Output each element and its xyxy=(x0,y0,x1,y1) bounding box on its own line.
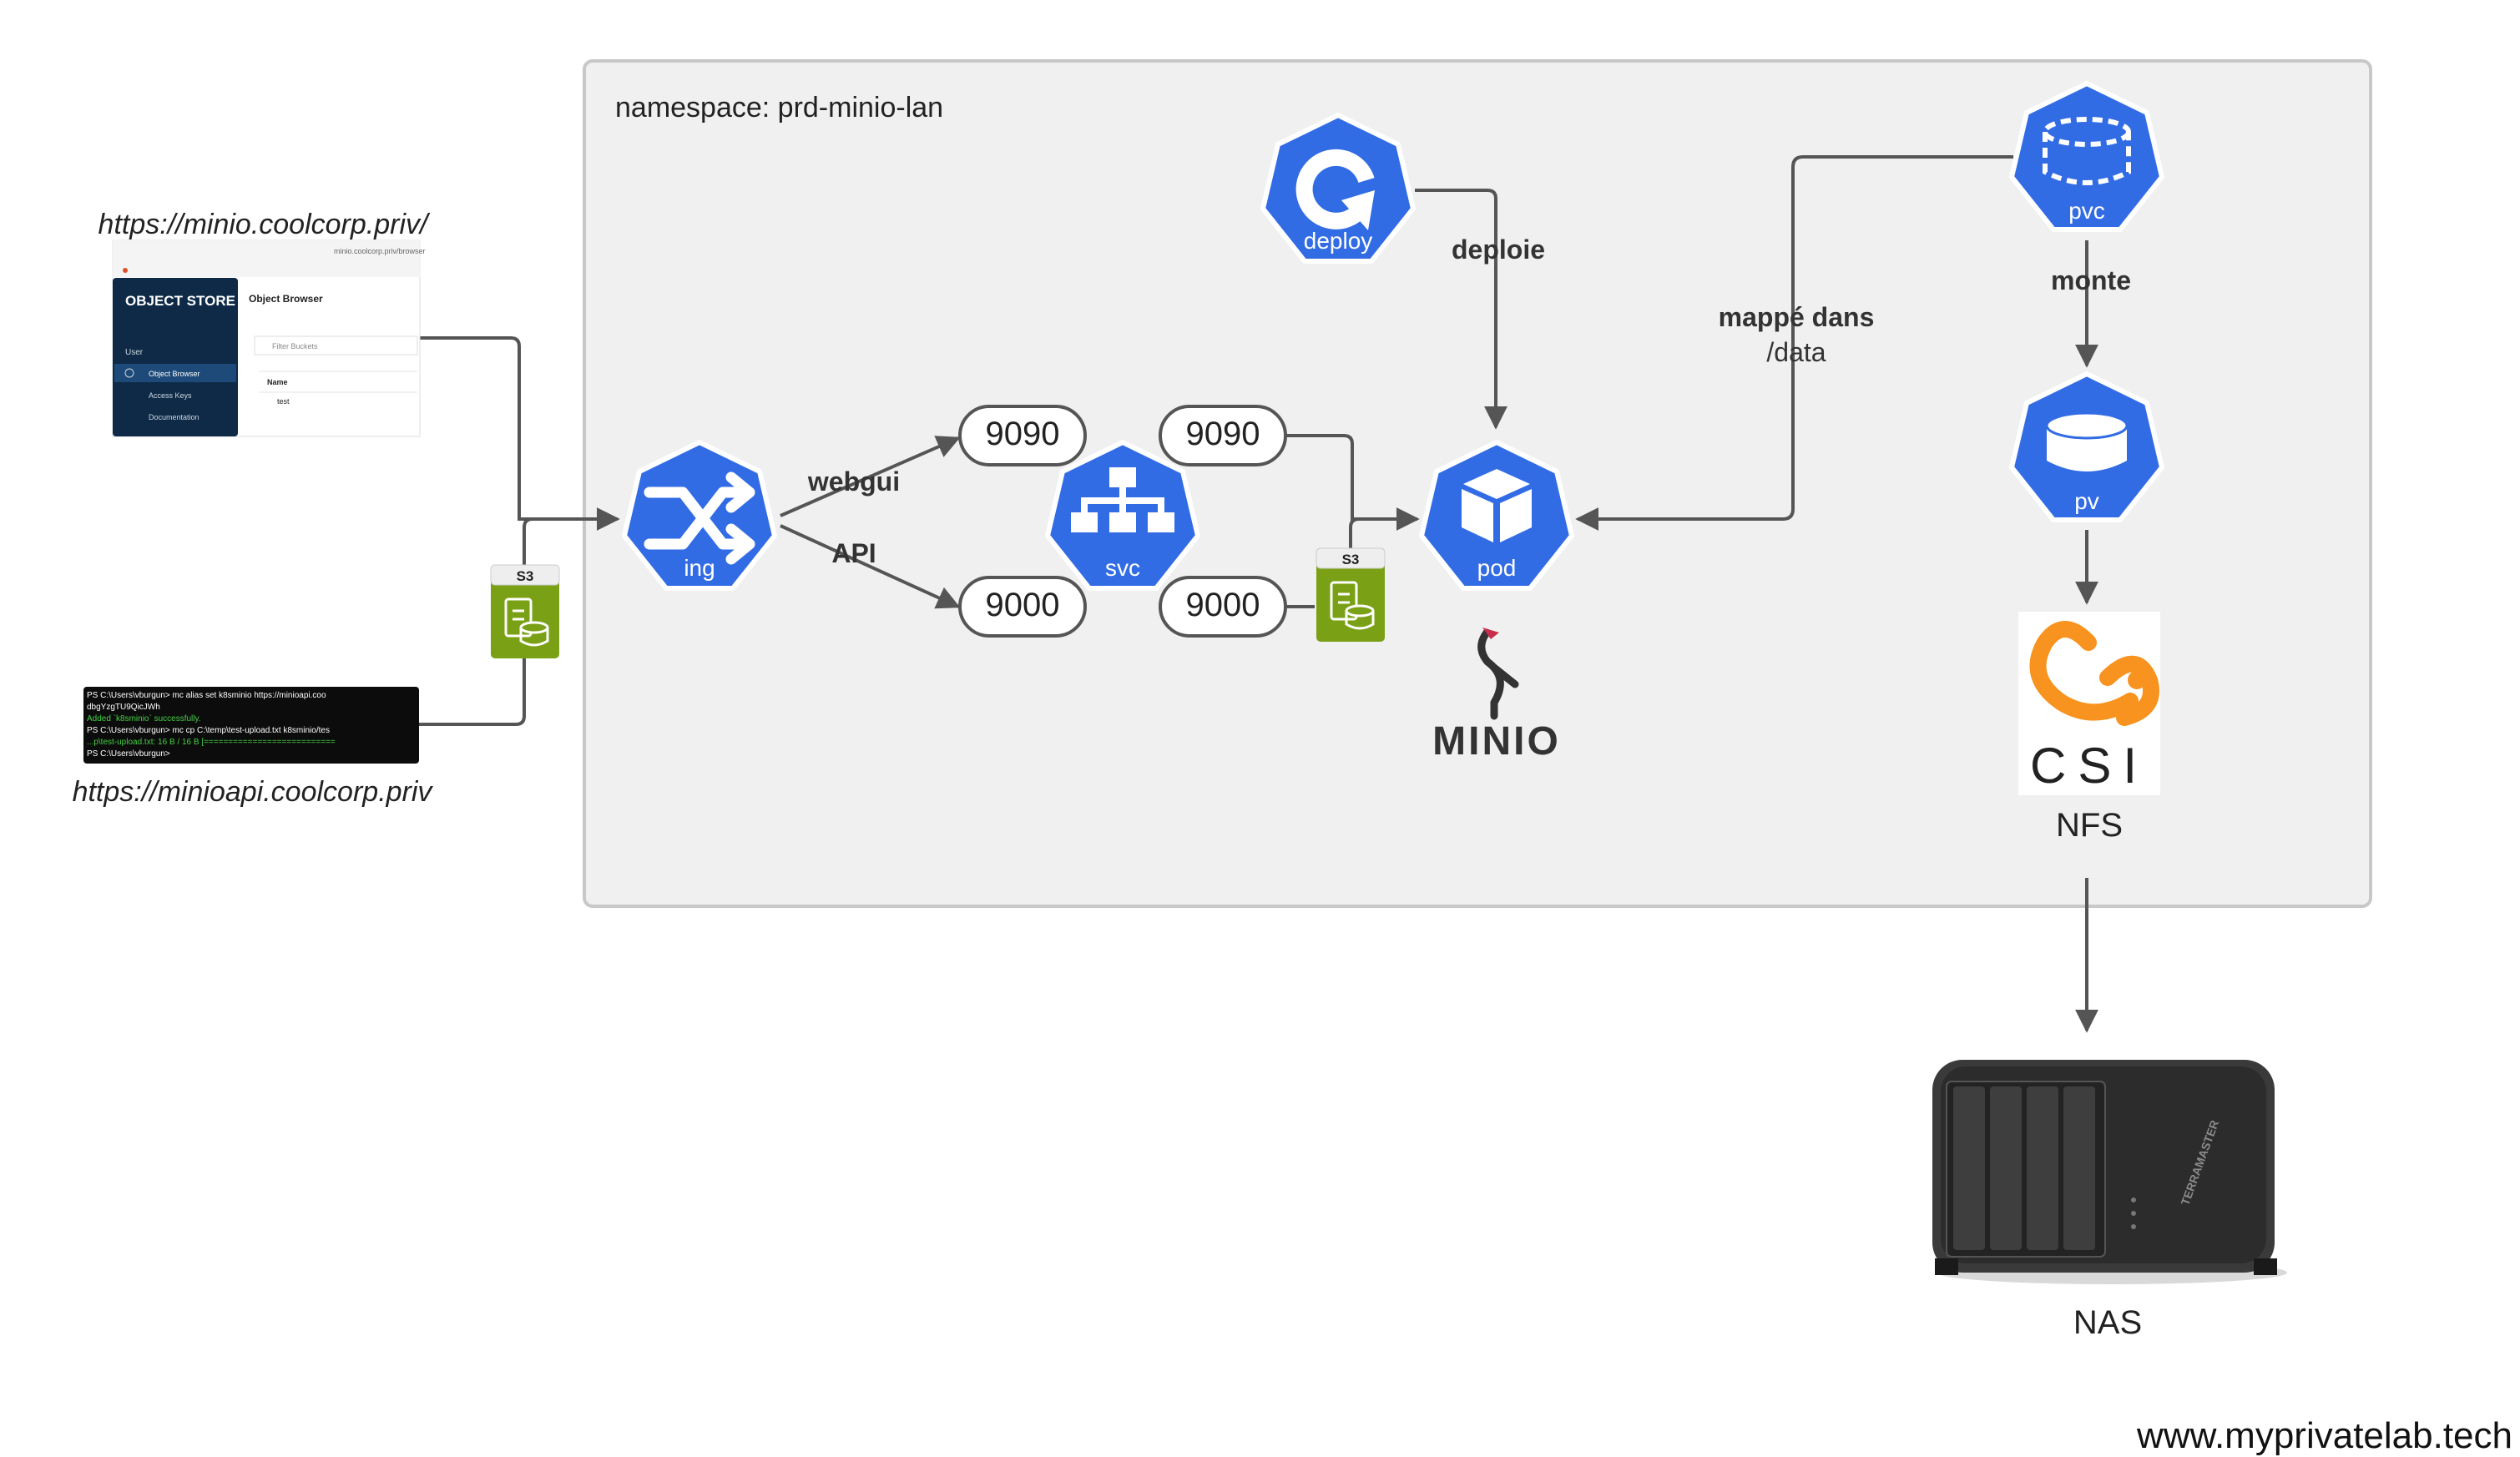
s3-badge-pod: S3 xyxy=(1316,547,1386,642)
csi-dot xyxy=(2128,671,2146,689)
edge-pvc-to-pod xyxy=(1575,155,2013,531)
browser-menu-icon xyxy=(124,368,134,378)
s3-bucket-icon xyxy=(504,597,549,647)
minio-bird-icon xyxy=(1477,628,1519,720)
browser-column-name: Name xyxy=(267,378,288,386)
port-out-9090-label: 9090 xyxy=(1186,416,1260,452)
dashed-disk-icon xyxy=(2043,117,2131,185)
pod-node: pod xyxy=(1422,442,1572,588)
watermark: www.myprivatelab.tech xyxy=(2136,1415,2512,1456)
browser-menu-1: Access Keys xyxy=(149,391,192,400)
port-out-9090: 9090 xyxy=(1159,405,1287,466)
network-tree-icon xyxy=(1071,467,1174,532)
port-in-9000-label: 9000 xyxy=(986,587,1060,623)
pv-label: pv xyxy=(2074,488,2099,514)
browser-brand: OBJECT STORE xyxy=(125,293,235,309)
edge-deploy-to-pod xyxy=(1415,189,1507,430)
edge-terminal-to-ing xyxy=(417,517,533,726)
pvc-node: pvc xyxy=(2012,83,2162,229)
nas-label: NAS xyxy=(2073,1304,2142,1341)
ing-node: ing xyxy=(624,442,775,588)
cube-sides xyxy=(1462,489,1532,542)
edge-s3-to-pod xyxy=(1349,517,1360,549)
minio-logo: MINIO xyxy=(1432,628,1561,764)
browser-menu-2: Documentation xyxy=(149,413,199,421)
browser-screenshot: minio.coolcorp.priv/browser OBJECT STORE… xyxy=(112,239,426,437)
webgui-url: https://minio.coolcorp.priv/ xyxy=(98,209,431,240)
terminal-line-1: dbgYzgTU9QicJWh xyxy=(87,703,160,712)
edge-label-api: API xyxy=(831,538,876,568)
svc-label: svc xyxy=(1105,555,1140,581)
edge-label-deploie: deploie xyxy=(1452,234,1545,265)
csi-swirl-icon xyxy=(2029,621,2159,726)
terminal-screenshot: PS C:\Users\vburgun> mc alias set k8smin… xyxy=(83,687,419,764)
minio-bird-beak xyxy=(1482,628,1499,639)
pv-node: pv xyxy=(2012,374,2162,520)
browser-sidebar xyxy=(113,278,238,436)
s3-badge-ingress: S3 xyxy=(490,564,560,658)
port-in-9000: 9000 xyxy=(958,576,1087,638)
namespace-label: namespace: prd-minio-lan xyxy=(615,92,943,124)
browser-menu-active xyxy=(114,364,236,382)
terminal-line-3: PS C:\Users\vburgun> mc cp C:\temp\test-… xyxy=(87,726,330,735)
connectors xyxy=(417,155,2098,1033)
nfs-label: NFS xyxy=(2056,807,2123,844)
browser-tab-dot xyxy=(123,268,128,273)
browser-address: minio.coolcorp.priv/browser xyxy=(334,247,426,255)
svc-node: svc xyxy=(1048,442,1198,588)
ing-label: ing xyxy=(684,555,715,581)
pod-label: pod xyxy=(1477,555,1517,581)
port-out-9000-label: 9000 xyxy=(1186,587,1260,623)
edge-label-mapped-line2: /data xyxy=(1766,337,1826,367)
s3-bucket-icon-pod xyxy=(1330,581,1375,630)
terminal-line-5: PS C:\Users\vburgun> xyxy=(87,749,170,759)
edge-9090-to-pod xyxy=(1285,434,1420,531)
browser-bucket-row: test xyxy=(277,397,290,406)
edge-label-webgui: webgui xyxy=(807,466,900,497)
port-in-9090-label: 9090 xyxy=(986,416,1060,452)
edge-ing-to-9090 xyxy=(780,436,961,517)
edge-label-monte: monte xyxy=(2051,265,2131,295)
pvc-label: pvc xyxy=(2068,198,2105,224)
s3-badge-text: S3 xyxy=(517,568,534,584)
browser-search-placeholder: Filter Buckets xyxy=(272,342,318,350)
port-out-9000: 9000 xyxy=(1159,576,1287,638)
terminal-line-2: Added `k8sminio` successfully. xyxy=(87,713,201,723)
edge-ing-to-9000 xyxy=(780,524,961,609)
browser-page-title: Object Browser xyxy=(249,293,323,305)
browser-search-box xyxy=(254,335,418,355)
deploy-label: deploy xyxy=(1304,228,1373,254)
csi-logo: CSI xyxy=(2018,612,2160,795)
browser-section-user: User xyxy=(125,348,144,357)
edge-label-mapped-line1: mappé dans xyxy=(1719,302,1875,332)
disk-icon xyxy=(2045,411,2129,471)
csi-wordmark: CSI xyxy=(2030,738,2149,794)
rotate-icon xyxy=(1295,149,1375,230)
shuffle-icon xyxy=(644,471,755,565)
edge-browser-to-ing xyxy=(417,336,620,531)
terminal-line-0: PS C:\Users\vburgun> mc alias set k8smin… xyxy=(87,691,326,700)
api-url: https://minioapi.coolcorp.priv xyxy=(73,776,434,808)
port-in-9090: 9090 xyxy=(958,405,1087,466)
minio-wordmark: MINIO xyxy=(1432,719,1561,764)
s3-badge-pod-text: S3 xyxy=(1342,552,1360,567)
cube-icon xyxy=(1463,469,1530,499)
nas-device: TERRAMASTER xyxy=(1932,1060,2287,1284)
browser-menu-0: Object Browser xyxy=(149,370,200,378)
terminal-line-4: ...p\test-upload.txt: 16 B / 16 B [=====… xyxy=(87,738,336,747)
deploy-node: deploy xyxy=(1263,115,1413,261)
